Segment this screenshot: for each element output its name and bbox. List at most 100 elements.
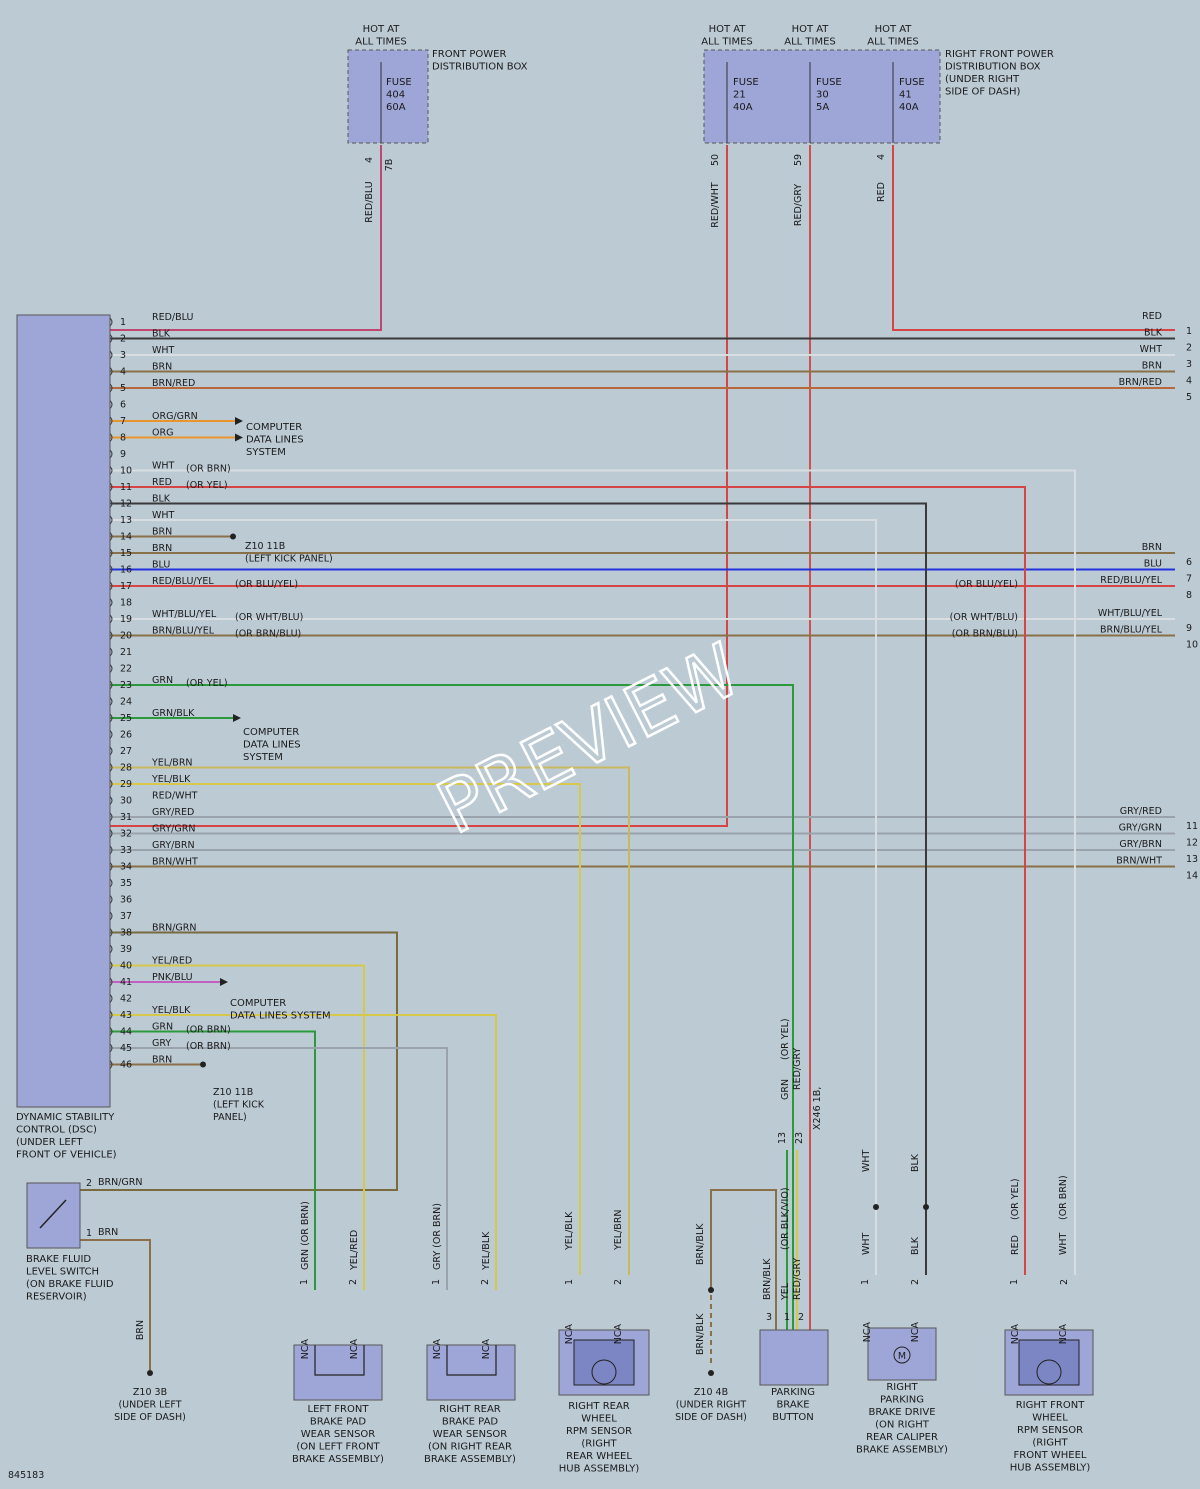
pin-number: 24 [120,697,132,708]
right-pin-number: 12 [1186,838,1198,849]
nca-label: NCA [613,1324,624,1345]
pin-connector [109,515,113,525]
arrow-icon [233,714,241,722]
pin-connector [109,680,113,690]
pin-number: 1 [1009,1279,1020,1285]
pin-connector [109,350,113,360]
pin-number: 10 [120,466,132,477]
wire-label: RED/BLU [364,181,375,222]
right-pin-number: 4 [1186,376,1192,387]
pin-number: 2 [120,334,126,345]
parking-brake-drive [867,1327,937,1381]
nca-label: NCA [910,1322,921,1343]
pin-alt-label: (OR BRN) [186,1025,231,1036]
right-pin-number: 1 [1186,326,1192,337]
wire-label: BRN/BLK [695,1313,706,1355]
pin-number: 1 [784,1312,790,1323]
pin-connector [109,565,113,574]
splice-dot [708,1287,714,1293]
pin-number: 38 [120,928,132,939]
wire-label: GRN (OR BRN) [300,1201,311,1270]
pin-number: 26 [120,730,132,741]
pin-number: 9 [120,449,126,460]
wire-label: YEL [780,1282,791,1301]
sensor-contact [314,1345,365,1376]
right-alt-label: (OR WHT/BLU) [950,612,1018,623]
nca-label: NCA [1010,1324,1021,1345]
pin-wire-label: ORG/GRN [152,411,198,422]
pin-label: 4 [364,157,375,163]
pin-connector [109,1043,113,1053]
wire-label: BLK [910,1236,921,1255]
nca-label: NCA [349,1339,360,1360]
wire-label: YEL/BRN [613,1209,624,1251]
pin-wire-label: WHT [152,461,175,472]
right-wire-label: BLU [1144,559,1162,570]
wire-label: YEL/RED [349,1230,360,1271]
right-wire-label: BRN/WHT [1116,856,1162,867]
pin-wire-label: GRN/BLK [152,708,195,719]
pin-number: 1 [431,1279,442,1285]
pin-connector [109,829,113,838]
wire-label: WHT [861,1149,872,1172]
pin-wire-label: GRY/GRN [152,824,195,835]
pin-number: 19 [120,614,132,625]
arrow-icon [220,978,228,986]
pin-alt-label: (OR YEL) [186,678,228,689]
pin-wire-label: BRN [152,543,172,554]
pin-connector [109,631,113,640]
wire-label: (OR YEL) [780,1018,791,1060]
pin-number: 12 [120,499,132,510]
ref-ground: Z10 11B(LEFT KICK PANEL) [245,541,333,565]
wire-label: RED/GRY [793,184,804,226]
pin-connector [109,763,113,772]
pin-wire-label: RED [152,477,172,488]
pin-wire-label: BRN [152,362,172,373]
doc-number: 845183 [8,1470,44,1481]
pin-connector [109,862,113,871]
pin-number: 8 [120,433,126,444]
pin-wire-label: BRN/BLU/YEL [152,626,215,637]
wire-grn-44 [110,1030,316,1290]
pin-wire-label: ORG [152,428,173,439]
pin-number: 2 [348,1279,359,1285]
coil-icon [1018,1339,1080,1386]
pin-alt-label: (OR BRN/BLU) [235,629,301,640]
pin-wire-label: RED/BLU/YEL [152,576,214,587]
switch-contact [39,1199,67,1229]
pin-connector [109,928,113,937]
pin-number: 35 [120,878,132,889]
pin-number: 43 [120,1010,132,1021]
pin-number: 41 [120,977,132,988]
motor-icon [893,1346,911,1364]
right-alt-label: (OR BRN/BLU) [952,629,1018,640]
ground-icon [230,533,236,540]
nca-label: NCA [564,1324,575,1345]
coil-icon [573,1339,635,1386]
component-layer [16,49,1094,1401]
pin-number: 1 [86,1228,92,1239]
pin-connector [109,433,113,442]
dsc-module [16,314,111,1108]
pin-number: 5 [120,383,126,394]
pin-wire-label: GRN [152,675,173,686]
splice-dot [873,1204,879,1210]
right-wire-label: BRN/RED [1119,377,1162,388]
right-pin-number: 14 [1186,871,1198,882]
wire-label: BRN/BLK [762,1258,773,1300]
wire-brn-blk [710,1189,777,1330]
ground-icon [200,1061,206,1068]
brake-fluid-switch [26,1182,81,1249]
pin-number: 16 [120,565,132,576]
motor-label: M [898,1351,906,1362]
